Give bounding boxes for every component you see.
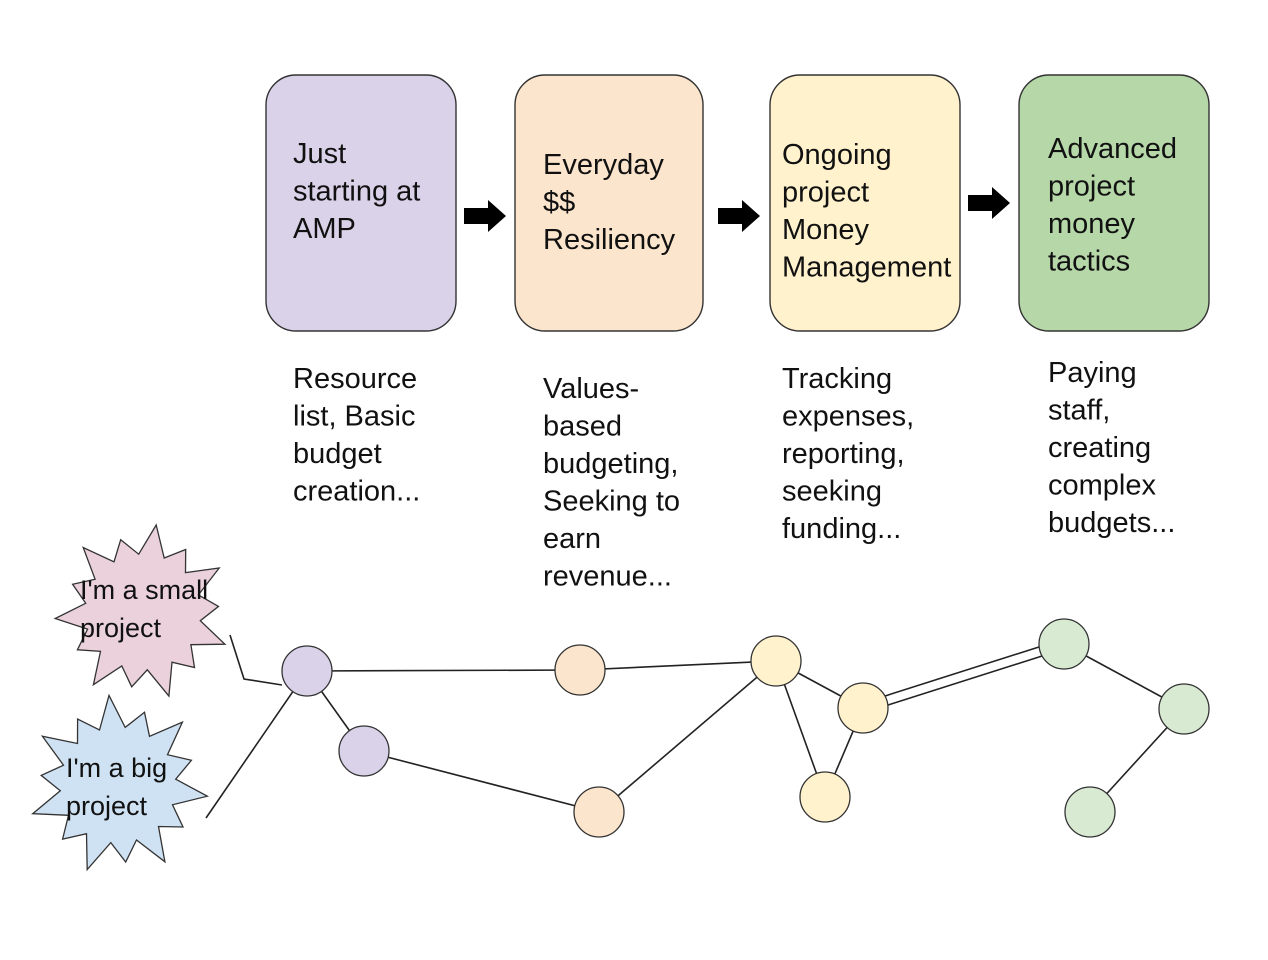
path-edge bbox=[363, 750, 600, 813]
burst-shape bbox=[30, 693, 210, 872]
stage-label-line: Resiliency bbox=[543, 224, 676, 256]
path-node-n4 bbox=[573, 786, 625, 838]
path-node-n7 bbox=[799, 771, 851, 823]
path-node-n3 bbox=[554, 644, 606, 696]
stage-description-line: Values- bbox=[543, 373, 639, 405]
stage-label-line: money bbox=[1048, 208, 1136, 240]
stage-description-line: Paying bbox=[1048, 357, 1137, 389]
stage-label-line: starting at bbox=[293, 176, 420, 208]
stage-label: Everyday $$ Resiliency bbox=[543, 149, 676, 256]
path-node-n10 bbox=[1064, 786, 1116, 838]
path-edge bbox=[598, 660, 777, 813]
path-node-n1 bbox=[281, 645, 333, 697]
stage-everyday-resiliency: Everyday $$ Resiliency bbox=[514, 74, 704, 332]
burst-label-line: project bbox=[66, 791, 148, 821]
burst-label-line: I'm a small bbox=[80, 575, 208, 605]
stage-description-line: expenses, bbox=[782, 401, 914, 433]
path-edge bbox=[579, 660, 777, 671]
stage-label-line: Just bbox=[293, 138, 346, 170]
path-edge bbox=[229, 634, 283, 686]
stage-description-line: seeking bbox=[782, 476, 882, 508]
burst-small-project: I'm a small project bbox=[53, 523, 227, 698]
stage-description-line: Seeking to bbox=[543, 486, 680, 518]
stage-box bbox=[265, 74, 457, 332]
path-nodes bbox=[281, 618, 1210, 838]
stage-advanced-tactics: Advanced project money tactics bbox=[1018, 74, 1210, 332]
path-node-n8 bbox=[1038, 618, 1090, 670]
stage-description: Tracking expenses, reporting, seeking fundin… bbox=[782, 363, 914, 545]
burst-label-line: project bbox=[80, 613, 162, 643]
stage-box bbox=[514, 74, 704, 332]
burst-label: I'm a big project bbox=[66, 753, 167, 821]
stage-description-line: revenue... bbox=[543, 561, 672, 593]
stage-description-line: reporting, bbox=[782, 438, 905, 470]
path-node-n9 bbox=[1158, 683, 1210, 735]
stage-label-line: project bbox=[1048, 171, 1135, 203]
stage-description: Paying staff, creating complex budgets... bbox=[1048, 357, 1175, 539]
stage-label-line: Everyday bbox=[543, 149, 664, 181]
stage-box bbox=[769, 74, 961, 332]
path-node-n5 bbox=[750, 635, 802, 687]
path-edges bbox=[205, 634, 1185, 819]
right-arrow-icon bbox=[464, 200, 506, 232]
stage-label-line: Advanced bbox=[1048, 133, 1177, 165]
stage-just-starting: Just starting at AMP bbox=[265, 74, 457, 332]
stage-label-line: AMP bbox=[293, 213, 356, 245]
stage-label: Just starting at AMP bbox=[293, 138, 420, 245]
stage-label-line: $$ bbox=[543, 187, 575, 219]
burst-shape bbox=[53, 523, 227, 698]
stage-box bbox=[1018, 74, 1210, 332]
stage-description-line: creating bbox=[1048, 432, 1151, 464]
stage-description-line: based bbox=[543, 411, 622, 443]
path-edge bbox=[862, 648, 1065, 714]
stage-description-line: budgeting, bbox=[543, 448, 678, 480]
stage-label-line: Management bbox=[782, 252, 951, 284]
burst-label: I'm a small project bbox=[80, 575, 208, 643]
burst-big-project: I'm a big project bbox=[30, 693, 210, 872]
path-node-n6 bbox=[837, 682, 889, 734]
stage-description-line: budget bbox=[293, 438, 382, 470]
stage-label-line: Ongoing bbox=[782, 139, 892, 171]
stage-arrows bbox=[464, 187, 1010, 232]
path-node-n2 bbox=[338, 725, 390, 777]
right-arrow-icon bbox=[718, 200, 760, 232]
stage-description-line: list, Basic bbox=[293, 401, 415, 433]
right-arrow-icon bbox=[968, 187, 1010, 219]
stage-description-line: complex bbox=[1048, 470, 1156, 502]
stage-description-line: creation... bbox=[293, 476, 420, 508]
stage-description-line: Tracking bbox=[782, 363, 892, 395]
path-edge bbox=[862, 638, 1065, 704]
stage-description-line: staff, bbox=[1048, 395, 1110, 427]
stage-label-line: Money bbox=[782, 214, 870, 246]
stage-label: Advanced project money tactics bbox=[1048, 133, 1177, 278]
stage-description-line: Resource bbox=[293, 363, 417, 395]
stage-label-line: project bbox=[782, 177, 869, 209]
stages: Just starting at AMP Everyday $$ Resiliency On… bbox=[265, 74, 1210, 332]
stage-label-line: tactics bbox=[1048, 246, 1130, 278]
burst-label-line: I'm a big bbox=[66, 753, 167, 783]
stage-description-line: funding... bbox=[782, 513, 901, 545]
stage-description: Resource list, Basic budget creation... bbox=[293, 363, 420, 508]
stage-description-line: earn bbox=[543, 523, 601, 555]
stage-description-line: budgets... bbox=[1048, 507, 1175, 539]
path-edge bbox=[205, 670, 308, 819]
path-edge bbox=[306, 669, 581, 672]
stage-description: Values-based budgeting, Seeking to earn reve… bbox=[543, 373, 680, 593]
stage-descriptions: Resource list, Basic budget creation... Valu… bbox=[293, 357, 1175, 593]
